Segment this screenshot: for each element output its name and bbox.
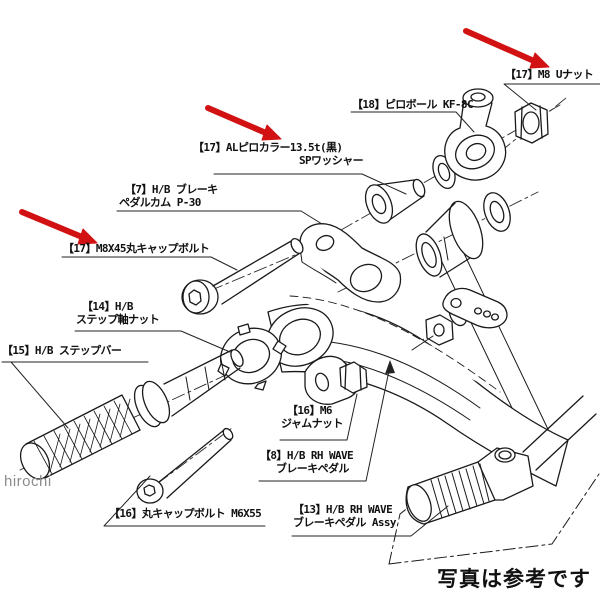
m8-u-nut [515, 103, 548, 143]
knurl-texture [34, 399, 132, 474]
pedal-boss [257, 297, 342, 376]
clevis-and-jam-nut [305, 356, 367, 404]
al-pillow-collar-cone [360, 178, 427, 227]
red-arrow-m8-u-nut [466, 31, 549, 68]
assembled-pedal [389, 396, 599, 564]
pedal-tip-ribs [431, 464, 489, 518]
red-arrows [22, 31, 549, 244]
label-17-m8-u-nut: 【17】M8 Uナット [505, 68, 594, 81]
m6x55-cap-bolt [137, 427, 235, 503]
step-bar [15, 348, 246, 484]
pivot-bushing [411, 197, 489, 279]
label-18-pillow-ball: 【18】ピロボール KF-8C [352, 98, 474, 111]
label-17-m8x45-cap-bolt: 【17】M8X45丸キャップボルト [63, 242, 210, 255]
label-16-m6x55-cap-bolt: 【16】丸キャップボルト M6X55 [109, 507, 262, 520]
washer-b [479, 189, 515, 235]
pillow-ball-rod-end [445, 89, 506, 180]
step-shaft-ring-nut [211, 318, 290, 393]
m8x45-cap-bolt [182, 237, 305, 314]
watermark: hirochi [4, 473, 52, 490]
lever-plate-group [412, 288, 507, 350]
brake-pedal-cam-plate [300, 224, 400, 302]
red-arrow-al-pillow-collar [208, 108, 281, 140]
label-7-brake-pedal-cam: 【7】H/B ブレーキペダルカム P-30 [119, 183, 218, 209]
footer-note: 写真は参考です [437, 568, 591, 591]
leader-lines [2, 84, 600, 536]
label-15-step-bar: 【15】H/B ステップバー [2, 344, 122, 357]
red-arrow-m8x45-bolt [22, 212, 97, 244]
lever-plate [443, 288, 507, 327]
label-17-al-pillow-collar: 【17】ALピロカラー13.5t(黒)SPワッシャー [193, 141, 364, 167]
